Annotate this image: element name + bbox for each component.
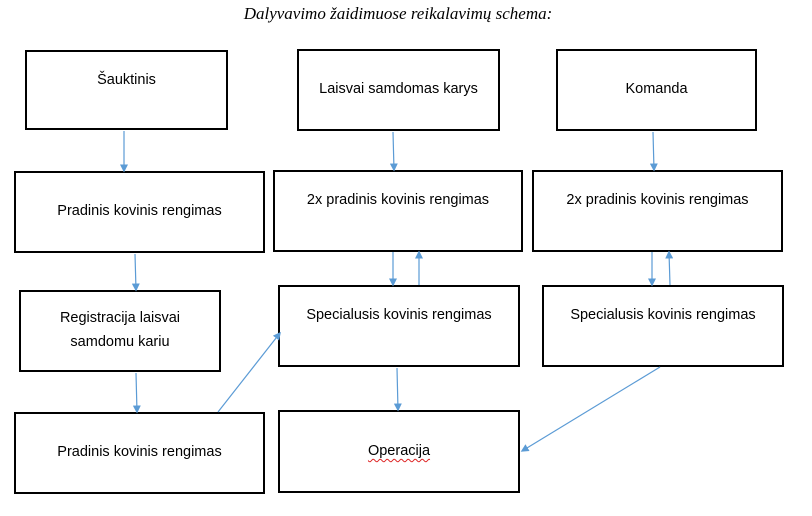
box-specialusis-1: Specialusis kovinis rengimas [278, 285, 520, 367]
box-specialusis-1-label: Specialusis kovinis rengimas [306, 307, 492, 323]
box-pradinis-kovinis-rengimas-1: Pradinis kovinis rengimas [14, 171, 265, 253]
box-sauktinis-label: Šauktinis [97, 72, 156, 88]
box-specialusis-2-label: Specialusis kovinis rengimas [570, 307, 756, 323]
box-pradinis-2-label: Pradinis kovinis rengimas [57, 444, 222, 461]
box-registracija: Registracija laisvai samdomu kariu [19, 290, 221, 372]
arrow-pradinis-to-registracija [131, 253, 140, 292]
box-sauktinis: Šauktinis [25, 50, 228, 130]
box-komanda-label: Komanda [625, 81, 688, 98]
box-pradinis-1-label: Pradinis kovinis rengimas [57, 203, 222, 220]
box-laisvai-samdomas-karys: Laisvai samdomas karys [297, 49, 500, 131]
box-laisvai-samdomas-karys-label: Laisvai samdomas karys [319, 81, 478, 98]
box-2x-pradinis-1-label: 2x pradinis kovinis rengimas [306, 192, 490, 208]
box-specialusis-2: Specialusis kovinis rengimas [542, 285, 784, 367]
diagram-title: Dalyvavimo žaidimuose reikalavimų schema… [243, 4, 553, 23]
box-komanda: Komanda [556, 49, 757, 131]
box-registracija-label: Registracija laisvai samdomu kariu [60, 307, 180, 355]
arrow-registracija-to-pradinis-2 [132, 372, 141, 414]
arrow-laisvai-to-2x-pradinis [389, 131, 398, 172]
box-operacija: Operacija [278, 410, 520, 493]
arrow-specialusis-1-to-operacija [393, 367, 402, 412]
box-operacija-label: Operacija [367, 442, 431, 459]
arrow-specialusis-2-to-operacija [520, 366, 661, 452]
box-registracija-line1: Registracija laisvai [59, 310, 181, 327]
box-2x-pradinis-1: 2x pradinis kovinis rengimas [273, 170, 523, 252]
box-registracija-line2: samdomu kariu [70, 334, 170, 350]
arrow-komanda-to-2x-pradinis [649, 131, 658, 172]
arrow-specialusis-2-to-2x [665, 250, 674, 286]
box-2x-pradinis-2-label: 2x pradinis kovinis rengimas [566, 192, 749, 208]
arrow-pradinis-2-to-specialusis-1 [217, 331, 281, 413]
